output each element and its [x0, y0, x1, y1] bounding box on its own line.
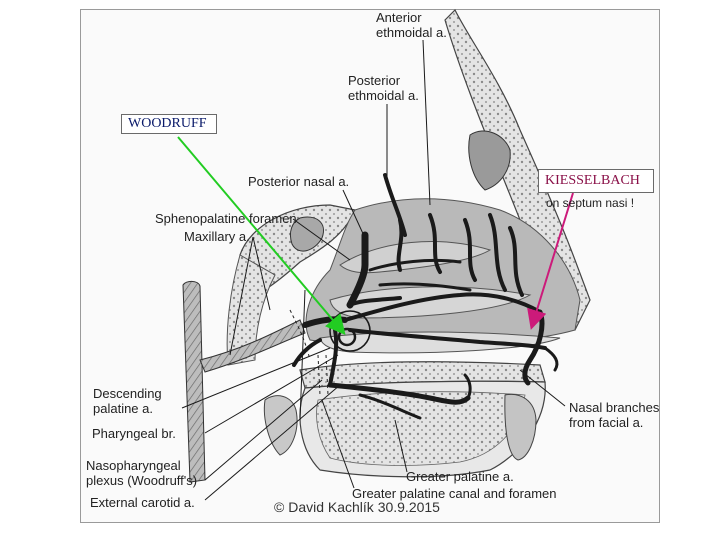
- label-greater-palatine-canal: Greater palatine canal and foramen: [352, 486, 557, 501]
- septum-note: on septum nasi !: [546, 196, 635, 210]
- woodruff-arrow: [177, 136, 346, 336]
- label-nasopharyngeal-plexus: Nasopharyngeal plexus (Woodruff's): [86, 458, 198, 488]
- sphenoid-sinus: [289, 216, 324, 252]
- label-sphenopalatine-foramen: Sphenopalatine foramen: [155, 211, 297, 226]
- copyright-notice: © David Kachlík 30.9.2015: [274, 499, 440, 515]
- kiesselbach-callout-box: KIESSELBACH: [538, 169, 654, 193]
- label-posterior-ethmoidal: Posterior ethmoidal a.: [348, 73, 419, 103]
- external-carotid-artery: [182, 280, 206, 483]
- incisor-tooth: [504, 393, 537, 461]
- frontal-sinus: [468, 130, 511, 191]
- label-pharyngeal-br: Pharyngeal br.: [92, 426, 176, 441]
- leader-lines: [181, 39, 566, 501]
- label-nasal-branches: Nasal branches from facial a.: [569, 400, 660, 430]
- label-greater-palatine: Greater palatine a.: [406, 469, 514, 484]
- label-posterior-nasal: Posterior nasal a.: [248, 174, 350, 189]
- kiesselbach-arrow: [527, 192, 574, 330]
- label-descending-palatine: Descending palatine a.: [93, 386, 162, 416]
- label-maxillary: Maxillary a.: [184, 229, 250, 244]
- woodruff-callout-box: WOODRUFF: [121, 114, 217, 134]
- label-external-carotid: External carotid a.: [90, 495, 195, 510]
- maxillary-artery-trunk: [199, 319, 306, 373]
- molar-tooth: [263, 395, 298, 456]
- palatine-surface: [316, 391, 526, 466]
- label-anterior-ethmoidal: Anterior ethmoidal a.: [376, 10, 447, 40]
